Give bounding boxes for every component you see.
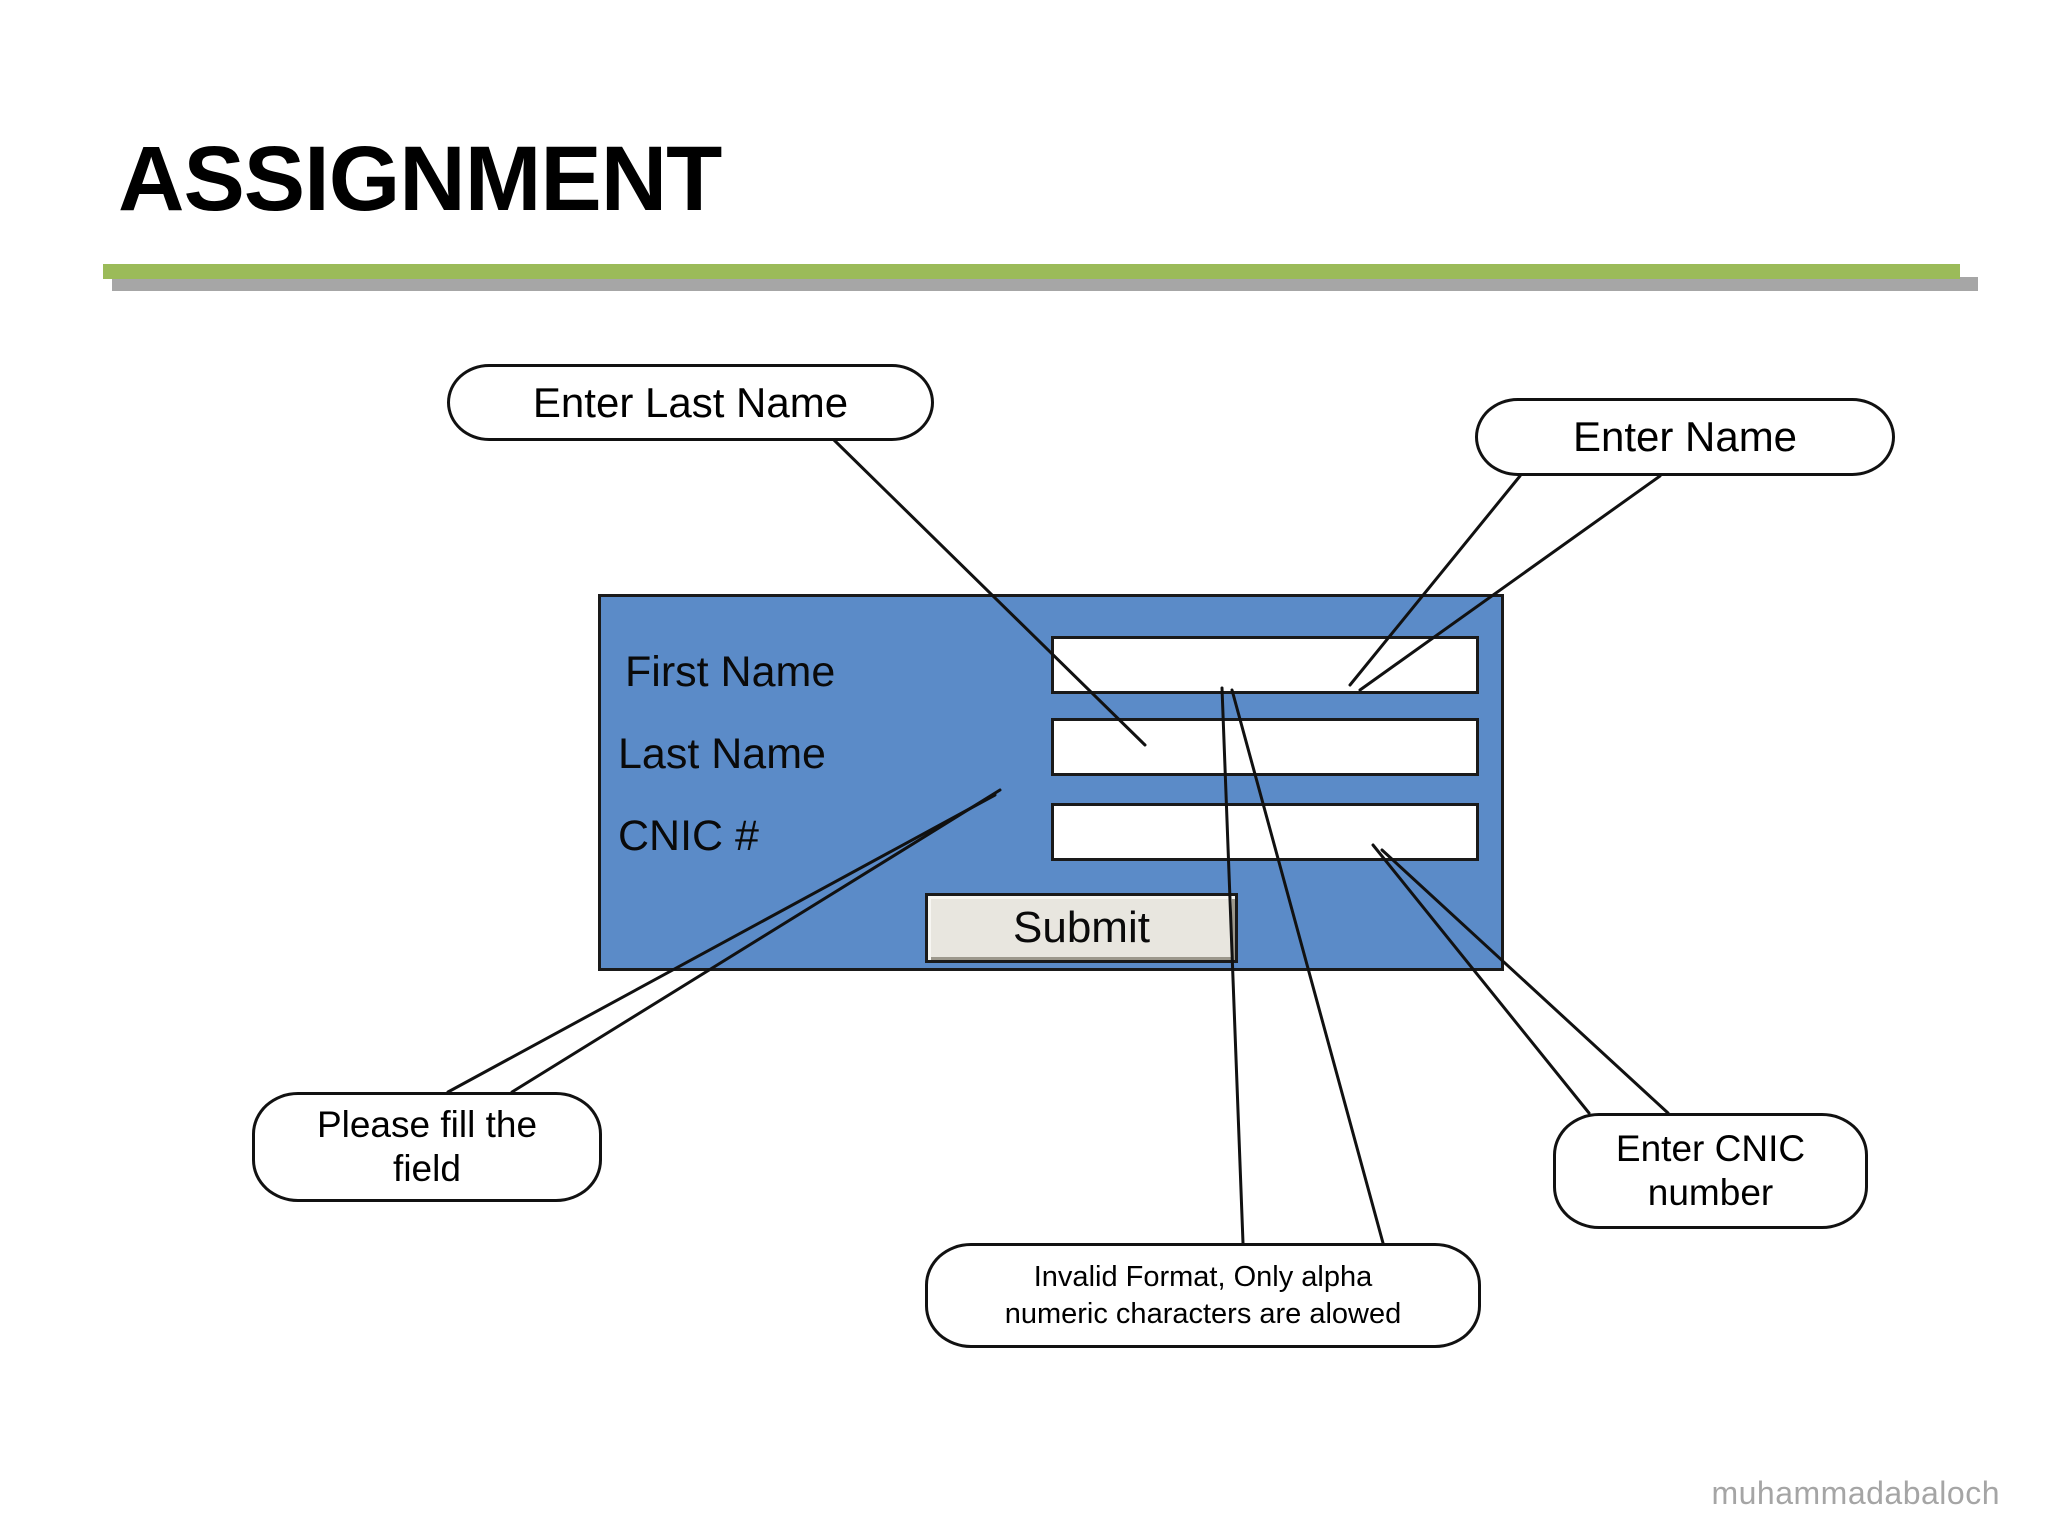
- callout-fill-line1: Please fill the: [316, 1104, 538, 1146]
- callout-enter-cnic-number-text: Enter CNIC number: [1616, 1127, 1805, 1214]
- first-name-input[interactable]: [1051, 636, 1479, 694]
- callout-invalid-line2: numeric characters are alowed: [1004, 1297, 1402, 1330]
- callout-enter-name: Enter Name: [1475, 398, 1895, 476]
- callout-invalid-format: Invalid Format, Only alpha numeric chara…: [925, 1243, 1481, 1348]
- watermark: muhammadabaloch: [1711, 1475, 2000, 1511]
- label-cnic: CNIC #: [618, 812, 759, 860]
- title-rule-shadow: [112, 277, 1978, 291]
- last-name-input[interactable]: [1051, 718, 1479, 776]
- callout-cnic-line2: number: [1647, 1172, 1774, 1213]
- callout-invalid-line1: Invalid Format, Only alpha: [1033, 1261, 1373, 1294]
- callout-please-fill-the-field-text: Please fill the field: [317, 1103, 537, 1190]
- page-title: ASSIGNMENT: [118, 128, 722, 230]
- label-last-name: Last Name: [618, 730, 826, 778]
- callout-enter-name-text: Enter Name: [1572, 413, 1798, 460]
- submit-button[interactable]: Submit: [925, 893, 1238, 963]
- submit-button-label: Submit: [1013, 903, 1150, 952]
- cnic-input[interactable]: [1051, 803, 1479, 861]
- label-first-name: First Name: [625, 648, 836, 696]
- title-divider: [103, 264, 1960, 279]
- callout-cnic-line1: Enter CNIC: [1615, 1128, 1806, 1170]
- callout-enter-last-name-text: Enter Last Name: [532, 378, 849, 426]
- callout-enter-last-name: Enter Last Name: [447, 364, 934, 441]
- callout-please-fill-the-field: Please fill the field: [252, 1092, 602, 1202]
- callout-invalid-format-text: Invalid Format, Only alpha numeric chara…: [1005, 1259, 1402, 1332]
- callout-enter-cnic-number: Enter CNIC number: [1553, 1113, 1868, 1229]
- callout-fill-line2: field: [393, 1148, 461, 1189]
